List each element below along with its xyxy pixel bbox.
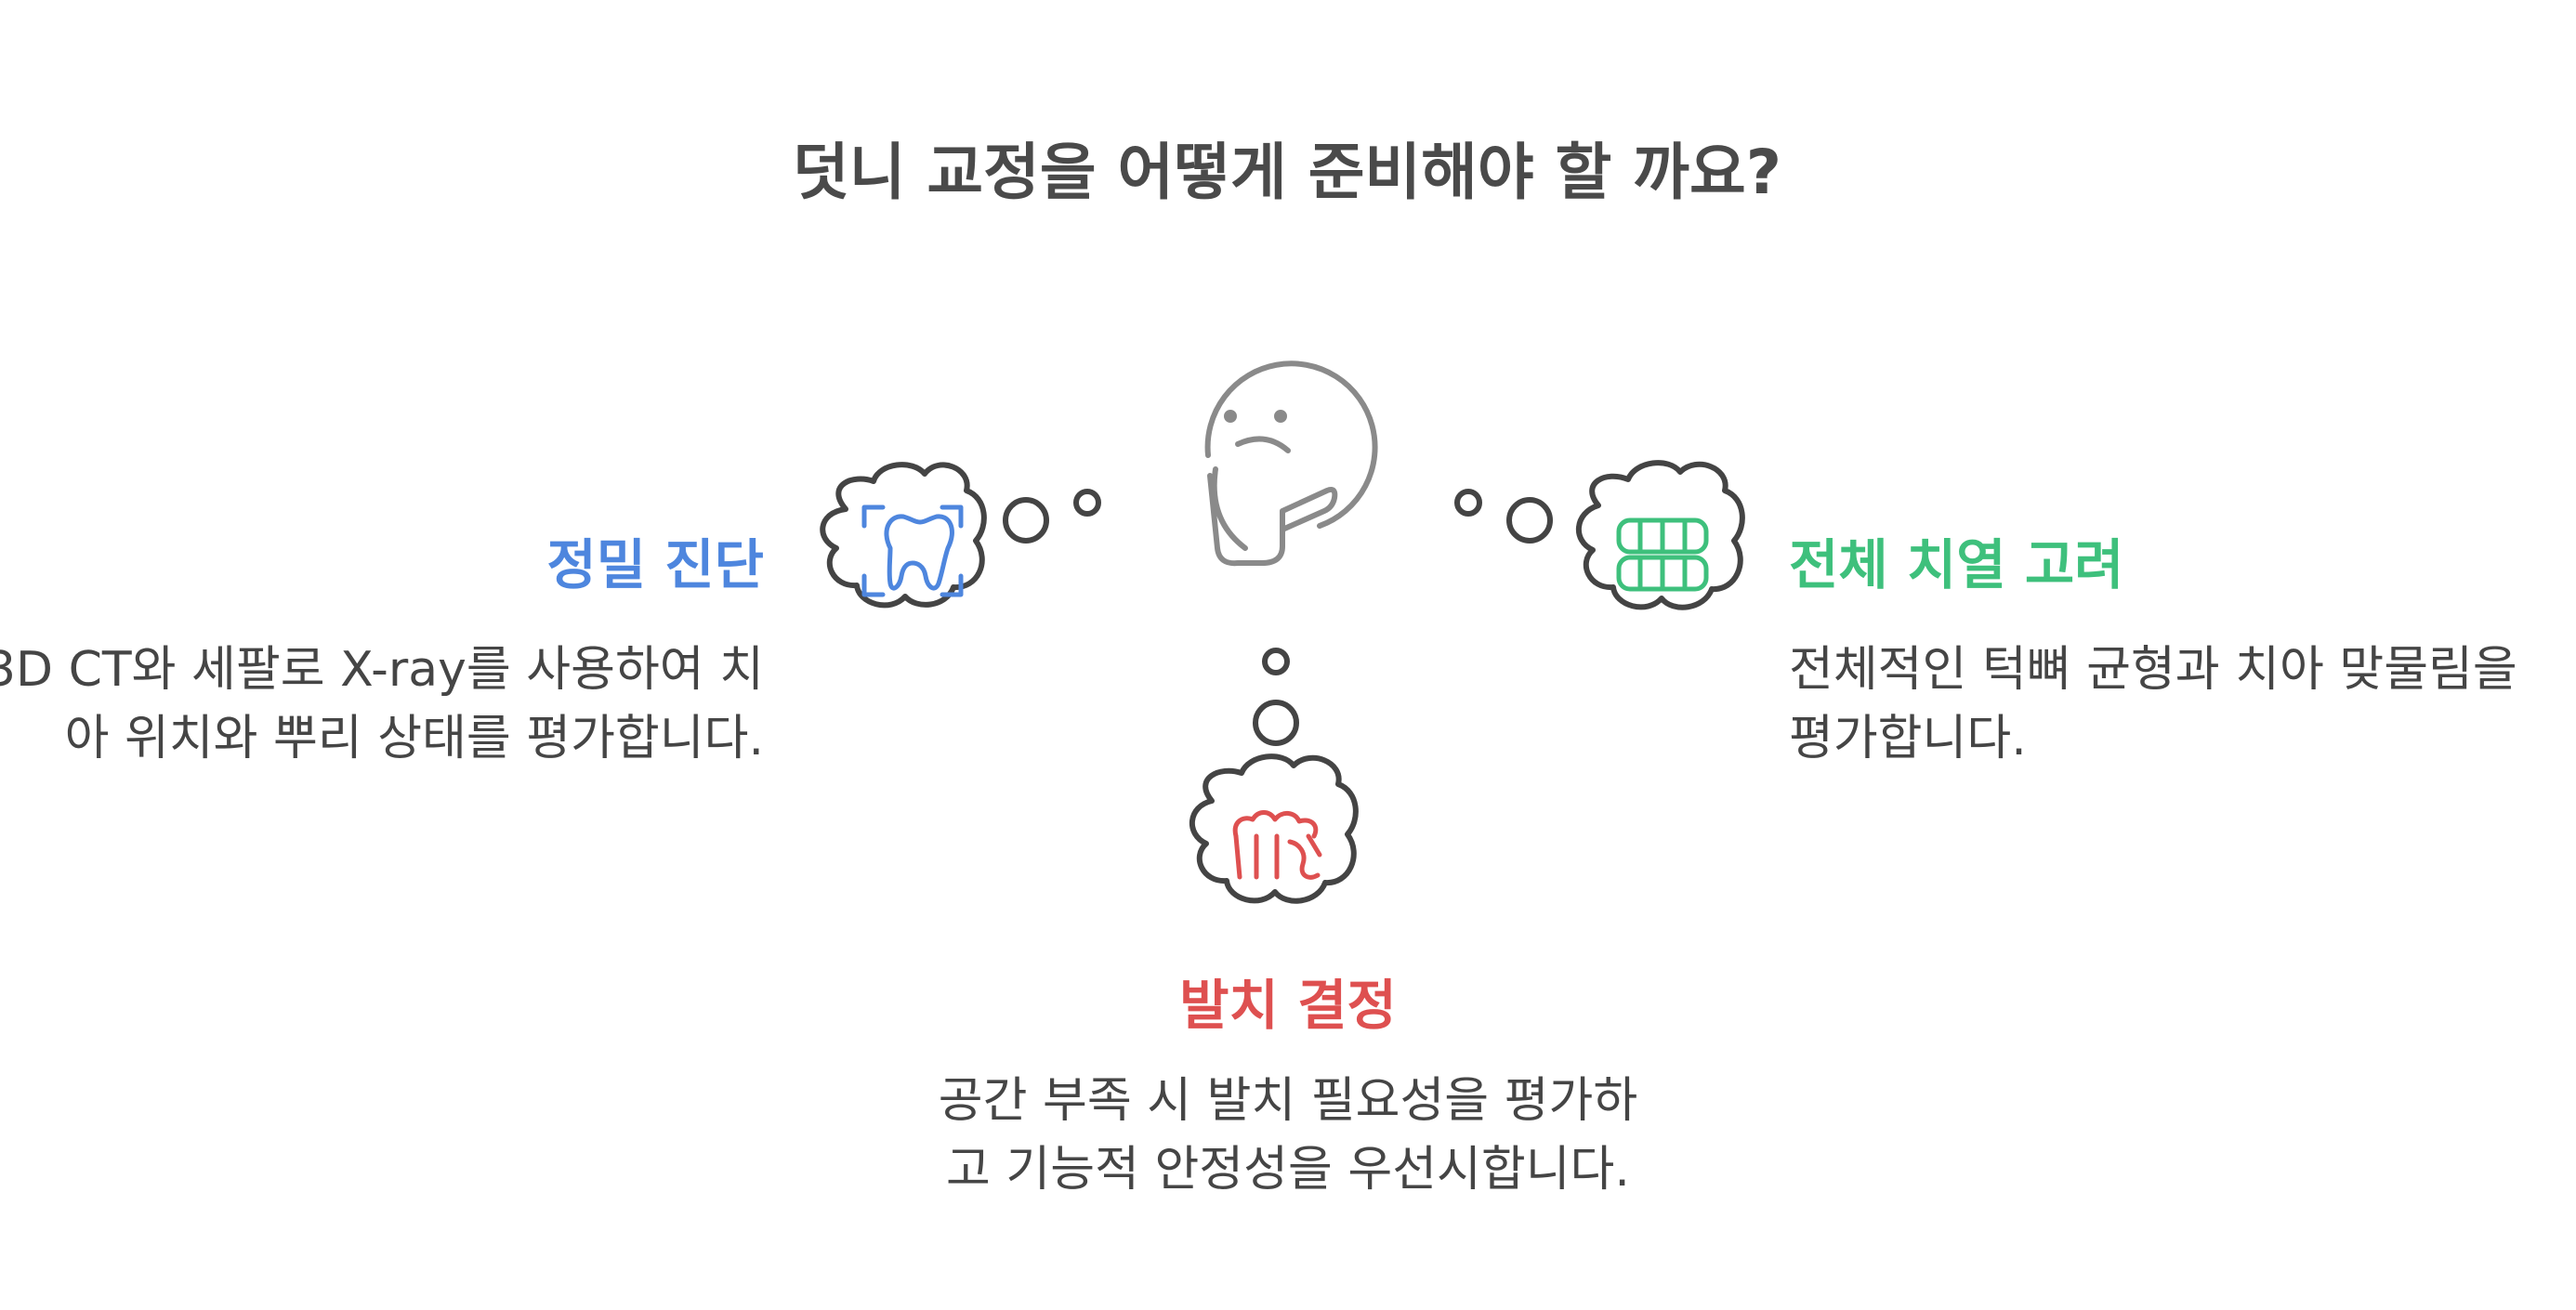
branch-heading-extraction: 발치 결정	[1179, 974, 1397, 1037]
tooth-scan-icon	[861, 504, 964, 597]
thought-dots-bottom	[1253, 648, 1299, 746]
thinking-face-icon	[1204, 360, 1378, 567]
branch-description-extraction: 공간 부족 시 발치 필요성을 평가하고 기능적 안정성을 우선시합니다.	[938, 1073, 1638, 1198]
cloud-green	[1576, 460, 1745, 610]
teeth-arch-icon	[1616, 517, 1709, 592]
thought-dots-left	[1003, 489, 1101, 544]
cloud-blue	[820, 462, 987, 609]
thought-dots-right	[1454, 489, 1553, 544]
tooth-extraction-icon	[1232, 810, 1322, 880]
branch-description-full-arch: 전체적인 턱뼈 균형과 치아 맞물림을 평가합니다.	[1789, 642, 2517, 766]
branch-description-diagnosis: 3D CT와 세팔로 X-ray를 사용하여 치아 위치와 뿌리 상태를 평가합…	[0, 642, 764, 766]
diagram-title: 덧니 교정을 어떻게 준비해야 할 까요?	[793, 137, 1781, 208]
cloud-red	[1189, 753, 1359, 904]
branch-heading-full-arch: 전체 치열 고려	[1789, 533, 2124, 596]
branch-heading-diagnosis: 정밀 진단	[546, 533, 764, 596]
